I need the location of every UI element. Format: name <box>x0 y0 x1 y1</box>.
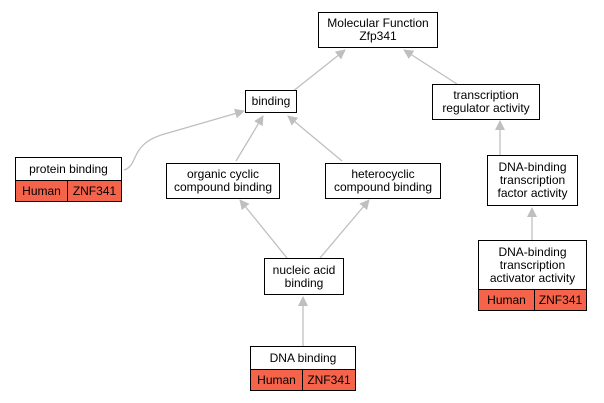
edge-nab-to-hcb <box>319 199 370 259</box>
node-label-line: organic cyclic <box>186 167 259 181</box>
node-transcription-regulator-activity[interactable]: transcription regulator activity <box>432 84 540 120</box>
node-label-line: Molecular Function <box>327 16 429 30</box>
node-label-line: transcription <box>453 88 519 102</box>
node-binding[interactable]: binding <box>245 90 297 113</box>
node-protein-binding[interactable]: protein binding <box>15 157 122 181</box>
node-nucleic-acid-binding[interactable]: nucleic acid binding <box>264 258 344 295</box>
node-label-line: regulator activity <box>442 101 530 115</box>
node-label-line: heterocyclic <box>351 167 415 181</box>
node-label-line: nucleic acid <box>272 262 336 277</box>
node-label-line: DNA-binding <box>498 160 567 174</box>
ortholog-species-cell: Human <box>479 290 534 310</box>
node-label-line: binding <box>284 275 324 290</box>
ortholog-species-cell: Human <box>16 181 67 201</box>
node-label-line: DNA binding <box>269 350 337 365</box>
ortholog-row-dna-binding: Human ZNF341 <box>250 370 356 391</box>
node-label-line: DNA-binding <box>498 244 567 259</box>
node-label-line: Zfp341 <box>359 29 397 43</box>
ortholog-gene-cell[interactable]: ZNF341 <box>67 181 121 201</box>
ortholog-gene-cell[interactable]: ZNF341 <box>534 290 586 310</box>
ortholog-species-cell: Human <box>251 370 302 390</box>
node-label-line: binding <box>251 94 291 108</box>
node-heterocyclic-compound-binding[interactable]: heterocyclic compound binding <box>325 163 441 199</box>
edge-binding-to-root <box>291 49 346 93</box>
node-dna-binding-transcription-activator-activity[interactable]: DNA-binding transcription activator acti… <box>478 240 587 290</box>
node-label-line: activator activity <box>489 270 576 285</box>
edge-ocb-to-binding <box>235 115 264 162</box>
node-label-line: transcription <box>499 257 566 272</box>
node-label-line: compound binding <box>333 180 433 194</box>
node-molecular-function[interactable]: Molecular Function Zfp341 <box>318 12 438 48</box>
node-label-line: compound binding <box>173 180 273 194</box>
ortholog-row-dna-binding-transcription-activator-activity: Human ZNF341 <box>478 290 587 311</box>
node-dna-binding-transcription-factor-activity[interactable]: DNA-binding transcription factor activit… <box>487 155 578 206</box>
ortholog-row-protein-binding: Human ZNF341 <box>15 181 122 202</box>
node-label-line: protein binding <box>29 161 108 176</box>
node-label-line: factor activity <box>497 186 568 200</box>
node-label-line: transcription <box>499 173 566 187</box>
edge-hcb-to-binding <box>287 115 343 162</box>
ortholog-gene-cell[interactable]: ZNF341 <box>302 370 355 390</box>
node-organic-cyclic-compound-binding[interactable]: organic cyclic compound binding <box>166 163 280 199</box>
edge-tra-to-root <box>403 49 458 85</box>
edge-protein-to-binding <box>123 108 245 171</box>
node-dna-binding[interactable]: DNA binding <box>250 346 356 370</box>
edge-nab-to-ocb <box>239 199 288 259</box>
